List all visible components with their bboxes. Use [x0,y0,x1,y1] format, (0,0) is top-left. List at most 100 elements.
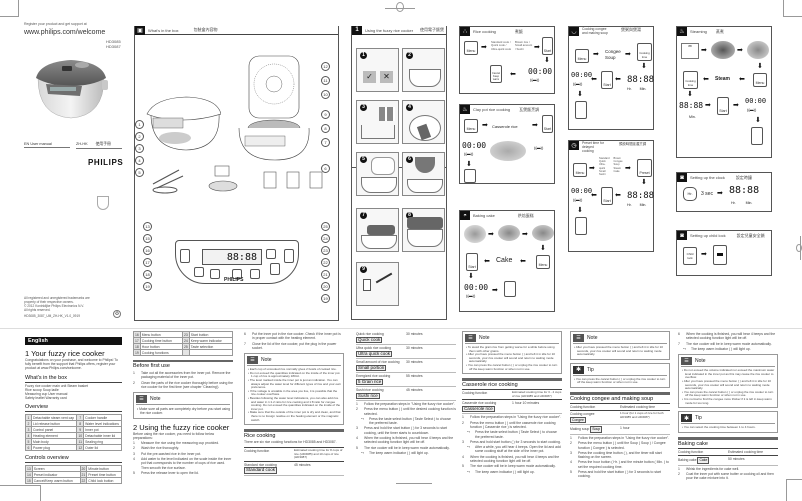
cooking-time-label: Cooking time [685,79,696,87]
function-tag: Cake [697,457,710,464]
cooker-body-drawing [407,229,443,247]
callout: 22 [321,258,330,267]
cake-panel: ◓ Baking cake 烘焙蛋糕 ➡ ➡ ⬇ Menu ⬅ Cake ⬅ S… [459,210,555,312]
tip-box: ✱Tip • You can select the cooking time b… [678,411,778,433]
welcome-url[interactable]: www.philips.com/welcome [24,28,106,36]
keep-warm-button-drawing [575,217,587,235]
timer-display: 00:00 [528,67,553,76]
note-bullet: • If the voltage is unstable in the area… [248,388,338,397]
note-bullet: • After you have pressed the menu button… [466,352,555,364]
section-heading: Before first use [133,363,170,369]
cancel-button-drawing [180,249,190,263]
timer-display: 00:00 [571,187,593,195]
keep-warm-button-drawing [504,281,516,297]
arrow-right-icon: ➡ [625,165,631,172]
callout: 15 [143,234,152,243]
socket-drawing [363,279,371,291]
callout: 23 [321,246,330,255]
table-header: Cooking function Estimated cooking time [678,447,778,457]
crop-mark [18,0,19,17]
recycle-icon: ♻ [113,310,121,318]
min-label: Min. [745,201,753,205]
childlock-panel: ◙ Setting up child lock 設定兒童安全鎖 Child lo… [676,230,772,276]
arrow-right-icon: ➡ [532,122,538,129]
note-label: Note [695,358,706,365]
cooking-time-button-drawing: Cooking time [637,43,652,61]
timer-display: 00:00 [464,283,489,292]
step-number: 8 [406,212,413,219]
registration-mark [796,244,802,252]
panel-title-zh: 設定兒童安全鎖 [736,232,765,238]
section-heading: Controls overview [25,455,122,464]
pot-drawing [361,125,395,139]
arrow-down-icon: ⬇ [755,117,761,124]
menu-label: Menu [466,49,476,53]
crop-mark [786,479,787,501]
arrow-left-icon: ⬅ [703,76,709,83]
arrow-right-icon: ➡ [705,102,711,109]
start-button-drawing: Start [601,187,613,205]
note-icon: ☰ [247,356,258,365]
claypot-panel: ♨ Clay pot rice cooking 瓦煲飯烹調 Menu ➡ Cas… [459,104,555,184]
arrow-down-icon: ⬇ [468,273,474,280]
crop-mark [0,485,40,486]
panel-title: What's in the box [148,27,179,33]
callouts-left: 1 2 3 4 5 [135,120,144,177]
panel-title-zh: 瓦煲飯烹調 [519,106,540,112]
note-bullet: • Each cup of uncooked rice normally giv… [248,367,337,372]
cooker-body-drawing [361,177,397,193]
hr-button-drawing [210,269,220,279]
panel-title-zh: 煲粥與煲湯 [621,27,641,32]
intro-text: Congratulations on your purchase, and we… [25,358,118,371]
note-bullet: • After you have pressed the menu button… [574,345,663,357]
panel-header: ♨ Steaming 蒸煮 [677,27,771,36]
timer-display: 00:00 [462,141,487,150]
panel-title: Preset time for delayed cooking [582,141,605,153]
lang-zh-code: ZH-HK [76,142,88,146]
section-heading: What's in the box [25,375,122,383]
arrow-down-icon: ⬇ [466,161,472,168]
substep: ↪The keep warm indicator ( ) will light … [683,346,751,351]
beep-icon: ((▬)) [466,293,476,298]
panel-title-zh: 設定時鐘 [735,174,752,180]
panel-header: ◙ Setting up child lock 設定兒童安全鎖 [677,231,771,240]
note-bullet: • Make sure that the outside of the inne… [248,410,341,422]
childlock-label: Child lock [686,251,694,260]
cover: Register your product and get support at… [24,22,124,36]
lcd-display: 88:88 [226,251,257,263]
menu-button-drawing: Menu [575,49,589,63]
english-text-spread: English 1 Your fuzzy rice cooker Congrat… [0,328,802,501]
callout: 21 [321,270,330,279]
philips-logo: PHILIPS [88,158,124,167]
section-heading: Cooking congee and making soup [570,395,654,402]
hold-duration: 3 sec [701,191,713,197]
childlock-lit-drawing [713,245,727,265]
note-bullet: • It is normal to find the congee more t… [682,396,772,405]
panel-header: 1 Using the fuzzy rice cooker 使用電子飯煲 [352,25,446,35]
section-heading: Casserole rice cooking [462,382,518,389]
arrow-right-icon: ➡ [522,231,528,238]
note-box: ☰Note • After you have pressed the menu … [570,331,670,360]
keep-warm-button-drawing [751,127,763,145]
box-item: Rice scoop Soup ladle [25,387,59,392]
note-bullet: • Do not exceed the quantities indicated… [248,370,341,379]
arrow-left-icon: ⬅ [615,76,621,83]
panel-title: Baking cake [473,213,495,218]
note-bullet: • To avoid the grain rice from getting w… [466,345,555,353]
note-label: Note [479,335,490,341]
arrow-down-icon: ⬇ [577,91,583,98]
table-header: Cooking function Estimated cooking time … [462,389,562,401]
step-number: 2 [406,52,413,59]
rice-options: Standard cook / Quick cook / Ultra-quick… [491,40,512,51]
